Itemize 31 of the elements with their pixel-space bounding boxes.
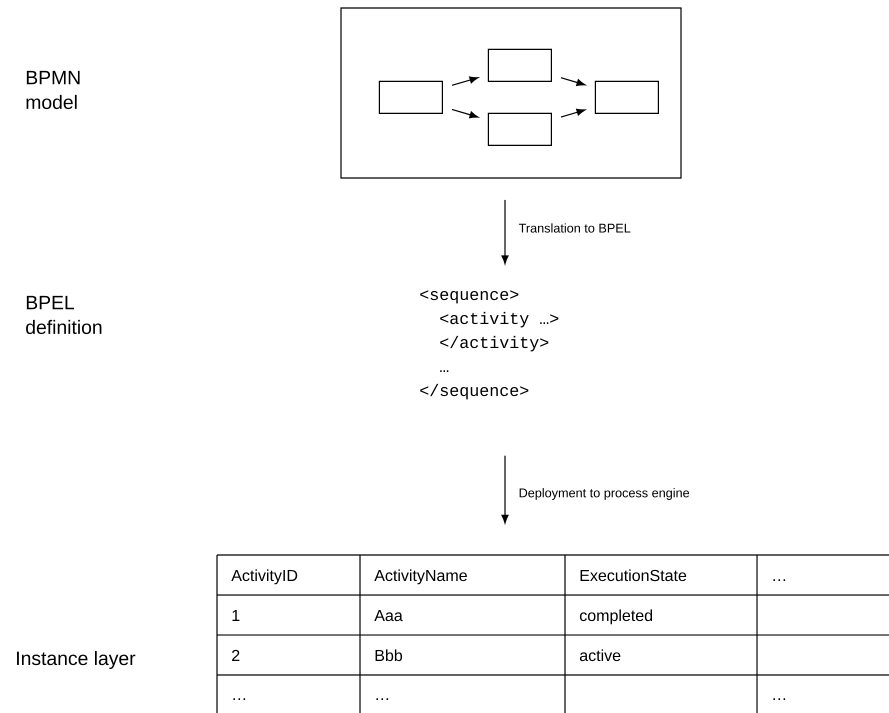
arrow [452, 76, 478, 86]
task-box [378, 80, 443, 114]
section-label: BPEL definition [26, 296, 102, 334]
diagram-frame [340, 7, 682, 179]
edge-label: Translation to BPEL [518, 223, 630, 233]
code-listing: <sequence> <activity …> </activity> … </sequence> [420, 290, 558, 400]
table-cell: Aaa [374, 610, 403, 622]
data-table [216, 554, 889, 713]
arrow [560, 108, 586, 118]
arrow [501, 456, 509, 524]
section-label: BPMN model [26, 70, 80, 110]
table-cell: … [773, 579, 786, 581]
table-cell: active [580, 649, 620, 662]
task-box [488, 48, 552, 82]
arrow [501, 200, 509, 264]
arrow [452, 108, 478, 118]
table-cell: 1 [232, 610, 240, 621]
table-cell: … [233, 698, 246, 700]
table-cell: 2 [232, 650, 240, 661]
task-box [594, 80, 659, 114]
edge-label: Deployment to process engine [520, 488, 690, 500]
table-cell: … [376, 698, 388, 700]
table-cell: ActivityID [231, 569, 298, 584]
table-cell: Bbb [376, 649, 402, 662]
table-cell: completed [580, 609, 652, 624]
table-cell: … [773, 698, 786, 700]
section-label: Instance layer [17, 650, 136, 669]
table-cell: ActivityName [374, 569, 467, 584]
task-box [488, 112, 552, 146]
arrow [560, 77, 586, 86]
table-cell: ExecutionState [580, 569, 686, 582]
